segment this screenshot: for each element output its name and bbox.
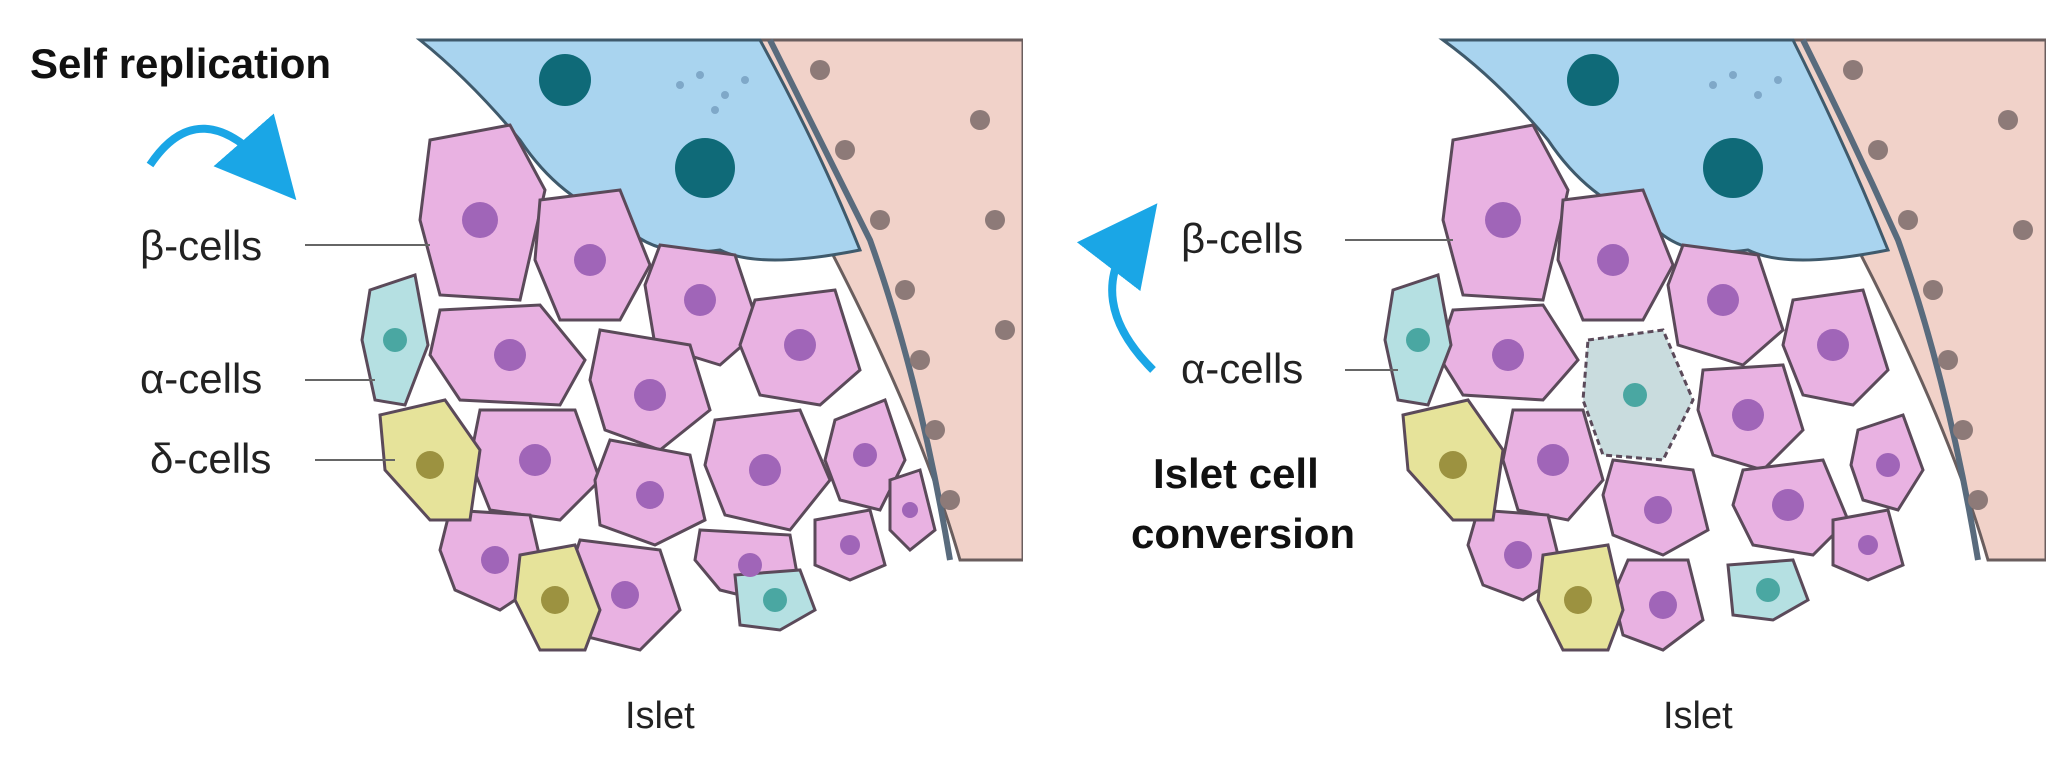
islet-cell-conversion-panel: β-cells α-cells Islet cell conversion Is… <box>1023 0 2046 765</box>
self-replication-arrow <box>146 113 297 201</box>
conversion-arrow <box>1076 203 1158 373</box>
duct-wall <box>767 38 953 561</box>
conversion-heading-line1: Islet cell <box>1153 450 1319 497</box>
acinar-nuclei <box>810 60 1015 510</box>
acinar-nuclei <box>1843 60 2033 510</box>
islet-illustration-left <box>146 38 1023 652</box>
beta-cells-label: β-cells <box>1181 215 1304 262</box>
duct-wall <box>1800 38 1981 561</box>
alpha-cells-label: α-cells <box>140 355 263 402</box>
delta-cells-label: δ-cells <box>150 435 272 482</box>
islet-caption: Islet <box>625 695 695 737</box>
conversion-heading-line2: conversion <box>1131 510 1356 557</box>
self-replication-panel: Self replication β-cells α-cells δ-cells… <box>30 38 1023 737</box>
self-replication-heading: Self replication <box>30 40 332 87</box>
islet-illustration-right <box>1076 38 2046 652</box>
alpha-cells-label: α-cells <box>1181 345 1304 392</box>
islet-caption: Islet <box>1663 695 1733 737</box>
beta-cells-label: β-cells <box>140 222 263 269</box>
